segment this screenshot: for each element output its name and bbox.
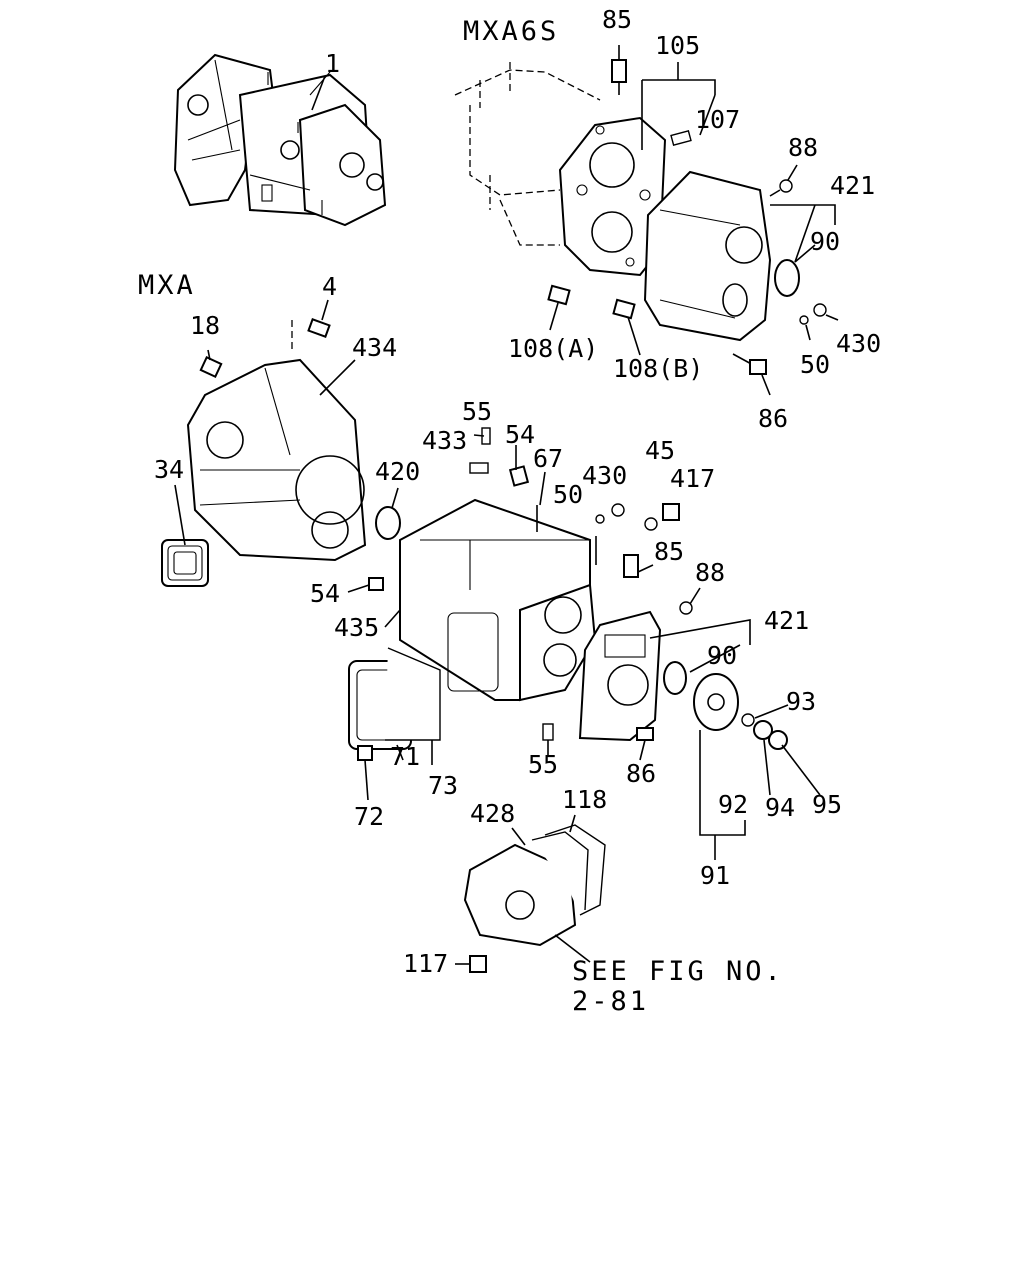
callout-90-mid: 90 xyxy=(707,641,737,670)
callout-50-top: 50 xyxy=(800,350,830,379)
callout-55-mid: 55 xyxy=(528,750,558,779)
callout-labels: 1 85 105 107 88 421 90 430 50 108(A) 108… xyxy=(154,5,881,978)
callout-433: 433 xyxy=(422,426,467,455)
callout-94: 94 xyxy=(765,793,795,822)
callout-117: 117 xyxy=(403,949,448,978)
callout-430-top: 430 xyxy=(836,329,881,358)
callout-85-top: 85 xyxy=(602,5,632,34)
mxa6s-extension-case xyxy=(643,170,772,342)
callout-90-top: 90 xyxy=(810,227,840,256)
pto-group xyxy=(463,824,606,973)
mxa6s-phantom-case xyxy=(454,62,601,246)
callout-105: 105 xyxy=(655,31,700,60)
callout-34: 34 xyxy=(154,455,184,484)
callout-86-mid: 86 xyxy=(626,759,656,788)
mxa-clutch-housing xyxy=(186,358,367,562)
callout-118: 118 xyxy=(562,785,607,814)
callout-430-mid: 430 xyxy=(582,461,627,490)
callout-417: 417 xyxy=(670,464,715,493)
callout-421-top: 421 xyxy=(830,171,875,200)
callout-54-mid: 54 xyxy=(310,579,340,608)
callout-85-mid: 85 xyxy=(654,537,684,566)
reference-note-line1: SEE FIG NO. xyxy=(572,956,784,987)
callout-71: 71 xyxy=(390,742,420,771)
callout-50-mid: 50 xyxy=(553,480,583,509)
callout-55-top: 55 xyxy=(462,397,492,426)
callout-72: 72 xyxy=(354,802,384,831)
callout-435: 435 xyxy=(334,613,379,642)
mxa-main-case xyxy=(399,498,597,702)
mxa6s-adapter-plate xyxy=(558,116,667,277)
callout-93: 93 xyxy=(786,687,816,716)
callout-88-mid: 88 xyxy=(695,558,725,587)
variant-label-mxa: MXA xyxy=(138,270,196,301)
callout-1: 1 xyxy=(325,49,340,78)
clutch-boot xyxy=(161,539,209,587)
callout-107: 107 xyxy=(695,105,740,134)
callout-108b: 108(B) xyxy=(613,354,703,383)
callout-428: 428 xyxy=(470,799,515,828)
callout-54-top: 54 xyxy=(505,420,535,449)
callout-45: 45 xyxy=(645,436,675,465)
transmission-assembly-drawing xyxy=(173,53,387,227)
callout-18: 18 xyxy=(190,311,220,340)
callout-92: 92 xyxy=(718,790,748,819)
variant-label-mxa6s: MXA6S xyxy=(463,16,559,47)
leader-lines xyxy=(174,45,839,965)
reference-note: SEE FIG NO. 2-81 xyxy=(572,956,784,1017)
callout-420: 420 xyxy=(375,457,420,486)
callout-421-mid: 421 xyxy=(764,606,809,635)
mxa6s-small-parts xyxy=(547,59,827,375)
variant-labels: MXA6S MXA xyxy=(138,16,559,301)
mxa-small-parts xyxy=(199,318,788,761)
callout-95: 95 xyxy=(812,790,842,819)
callout-91: 91 xyxy=(700,861,730,890)
callout-73: 73 xyxy=(428,771,458,800)
callout-88-top: 88 xyxy=(788,133,818,162)
callout-4: 4 xyxy=(322,272,337,301)
callout-108a: 108(A) xyxy=(508,334,598,363)
reference-note-line2: 2-81 xyxy=(572,986,649,1017)
callout-67: 67 xyxy=(533,444,563,473)
callout-86-top: 86 xyxy=(758,404,788,433)
callout-434: 434 xyxy=(352,333,397,362)
